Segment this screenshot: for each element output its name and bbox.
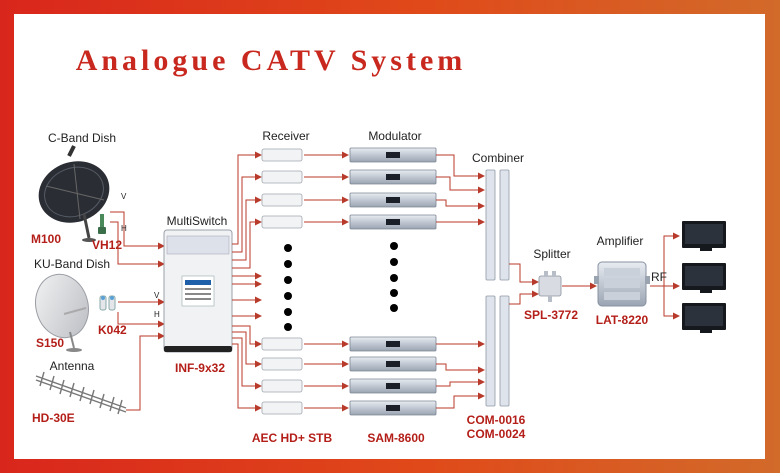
- c-band-lnb-icon: [98, 214, 106, 234]
- rf-label: RF: [651, 270, 667, 284]
- receiver-label: Receiver: [262, 129, 309, 143]
- ku-band-model: S150: [36, 336, 64, 350]
- c-band-lnb-model: VH12: [92, 238, 122, 252]
- combiner-label: Combiner: [472, 151, 524, 165]
- page-title: Analogue CATV System: [76, 44, 467, 77]
- ku-band-dish-label: KU-Band Dish: [34, 257, 110, 271]
- multiswitch-label: MultiSwitch: [167, 214, 228, 228]
- modulator-ellipsis: [390, 242, 398, 312]
- antenna-line: [126, 332, 165, 411]
- ku-band-lnb-model: K042: [98, 323, 127, 337]
- combiner-icon: [485, 169, 510, 407]
- diagram-canvas: Analogue CATV System C-Band Dish M100 VH…: [14, 14, 765, 459]
- multiswitch-model: INF-9x32: [175, 361, 225, 375]
- antenna-label: Antenna: [50, 359, 95, 373]
- catv-diagram: Analogue CATV System C-Band Dish M100 VH…: [31, 44, 726, 445]
- receiver-ellipsis: [284, 244, 292, 331]
- antenna-icon: [35, 371, 127, 415]
- splitter-model: SPL-3772: [524, 308, 578, 322]
- combiner-model-2: COM-0024: [467, 427, 526, 441]
- ku-band-v-pol: V: [154, 291, 160, 300]
- splitter-label: Splitter: [533, 247, 570, 261]
- c-band-dish-label: C-Band Dish: [48, 131, 116, 145]
- tv-icon: [682, 303, 726, 333]
- ku-band-h-pol: H: [154, 310, 160, 319]
- amplifier-model: LAT-8220: [596, 313, 649, 327]
- multiswitch-outputs: [232, 151, 262, 412]
- antenna-model: HD-30E: [32, 411, 75, 425]
- modulator-to-combiner: [436, 154, 485, 409]
- ku-band-dish-icon: [35, 273, 89, 352]
- c-band-model: M100: [31, 232, 61, 246]
- receiver-column: [261, 148, 303, 415]
- combiner-model-1: COM-0016: [467, 413, 526, 427]
- modulator-model: SAM-8600: [367, 431, 425, 445]
- multiswitch-icon: [163, 229, 233, 353]
- c-band-h-line: [110, 221, 165, 268]
- ku-band-lnb-icon: [99, 295, 116, 311]
- receiver-to-modulator: [304, 151, 349, 412]
- tv-icon: [682, 221, 726, 251]
- tv-icon: [682, 263, 726, 293]
- amplifier-icon: [594, 261, 650, 307]
- c-band-dish-icon: [38, 145, 110, 242]
- receiver-model: AEC HD+ STB: [252, 431, 333, 445]
- c-band-v-pol: V: [121, 192, 127, 201]
- splitter-icon: [538, 271, 562, 302]
- modulator-column: [349, 147, 437, 416]
- combiner-to-splitter: [509, 263, 539, 305]
- modulator-label: Modulator: [368, 129, 421, 143]
- amplifier-label: Amplifier: [597, 234, 644, 248]
- amplifier-to-tvs: [650, 232, 680, 320]
- ku-band-h-line: [117, 312, 165, 328]
- c-band-h-pol: H: [121, 224, 127, 233]
- c-band-v-line: [110, 211, 165, 250]
